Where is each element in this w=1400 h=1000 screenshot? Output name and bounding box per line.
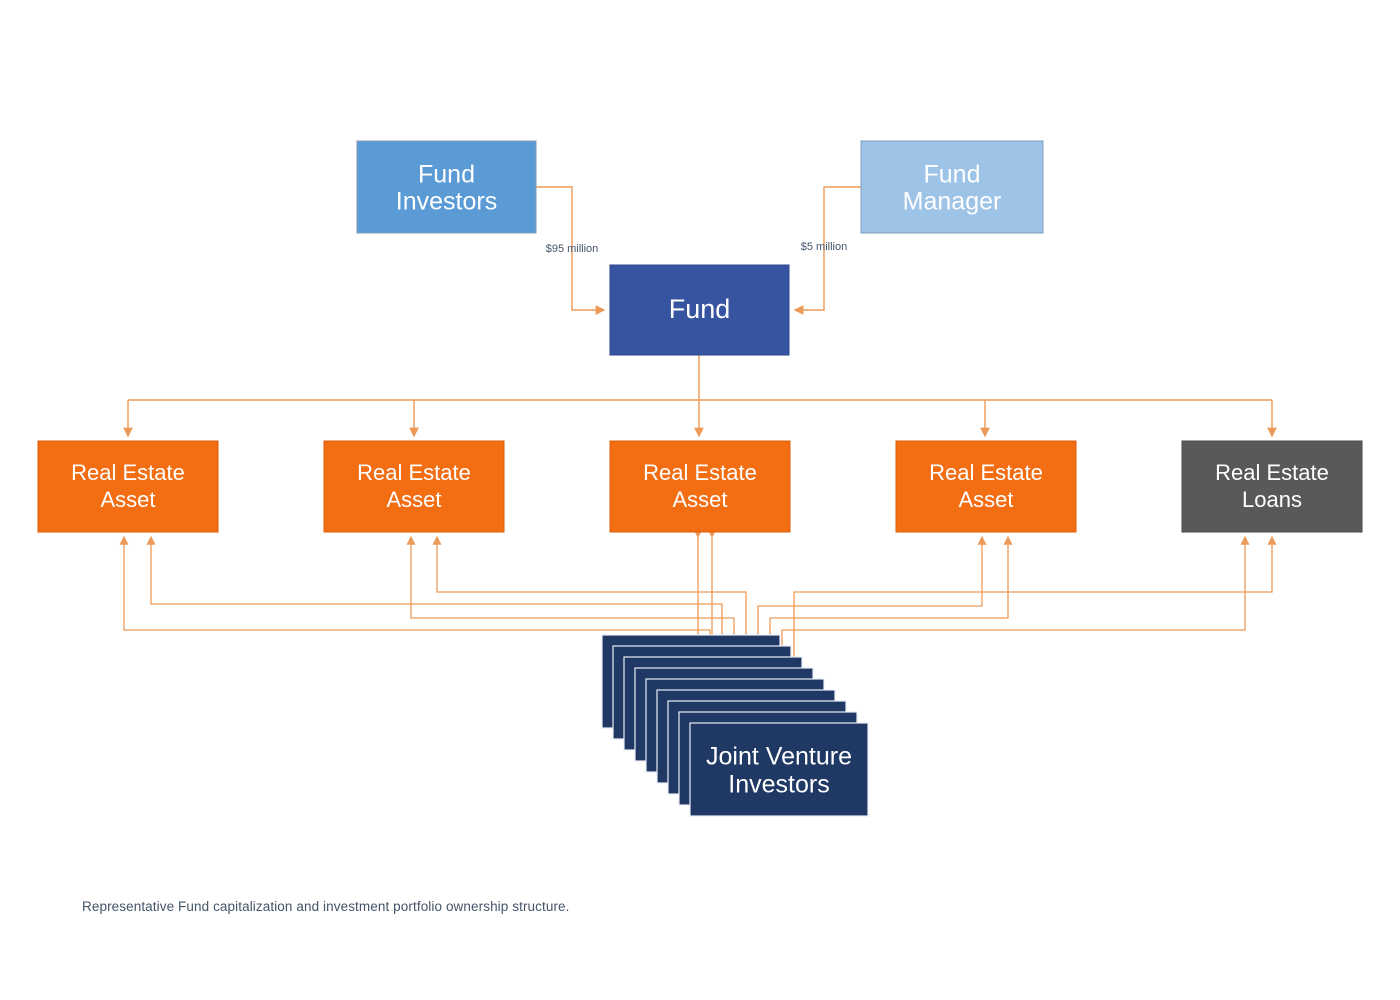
connector-jv-loans-2 (793, 535, 1277, 693)
loans-label-line2: Loans (1242, 487, 1302, 512)
asset-4-label-line1: Real Estate (929, 460, 1043, 485)
jv-stack-card-front (689, 722, 869, 817)
node-real-estate-asset-4[interactable]: Real Estate Asset (895, 440, 1077, 533)
fund-investors-label-line2: Investors (396, 188, 497, 216)
connector-investors-fund (536, 186, 606, 315)
diagram-caption: Representative Fund capitalization and i… (82, 899, 570, 914)
asset-1-label-line1: Real Estate (71, 460, 185, 485)
fund-investors-label-line1: Fund (418, 161, 475, 189)
asset-4-label-line2: Asset (958, 487, 1013, 512)
joint-venture-label-line2: Investors (728, 771, 829, 799)
asset-2-label-line2: Asset (386, 487, 441, 512)
node-real-estate-asset-1[interactable]: Real Estate Asset (37, 440, 219, 533)
asset-2-label-line1: Real Estate (357, 460, 471, 485)
connector-manager-fund (793, 186, 861, 315)
node-fund-manager[interactable]: Fund Manager (860, 140, 1044, 234)
node-real-estate-asset-2[interactable]: Real Estate Asset (323, 440, 505, 533)
flow-label-manager-amount: $5 million (801, 241, 847, 253)
flow-label-investors-amount: $95 million (546, 243, 599, 255)
asset-1-label-line2: Asset (100, 487, 155, 512)
fund-manager-label-line1: Fund (924, 161, 981, 189)
loans-label-line1: Real Estate (1215, 460, 1329, 485)
joint-venture-label-line1: Joint Venture (706, 743, 852, 771)
node-fund-investors[interactable]: Fund Investors (356, 140, 537, 234)
fund-label: Fund (669, 294, 731, 324)
connector-jv-loans-1 (781, 535, 1250, 704)
node-real-estate-loans[interactable]: Real Estate Loans (1181, 440, 1363, 533)
node-joint-venture-investors-stack[interactable]: Joint Venture Investors (601, 634, 869, 817)
asset-3-label-line1: Real Estate (643, 460, 757, 485)
node-real-estate-asset-3[interactable]: Real Estate Asset (609, 440, 791, 533)
connector-layer-portfolio (123, 355, 1277, 438)
node-fund[interactable]: Fund (609, 264, 790, 356)
fund-manager-label-line2: Manager (903, 188, 1002, 216)
connector-layer-capital (536, 186, 861, 315)
asset-3-label-line2: Asset (672, 487, 727, 512)
